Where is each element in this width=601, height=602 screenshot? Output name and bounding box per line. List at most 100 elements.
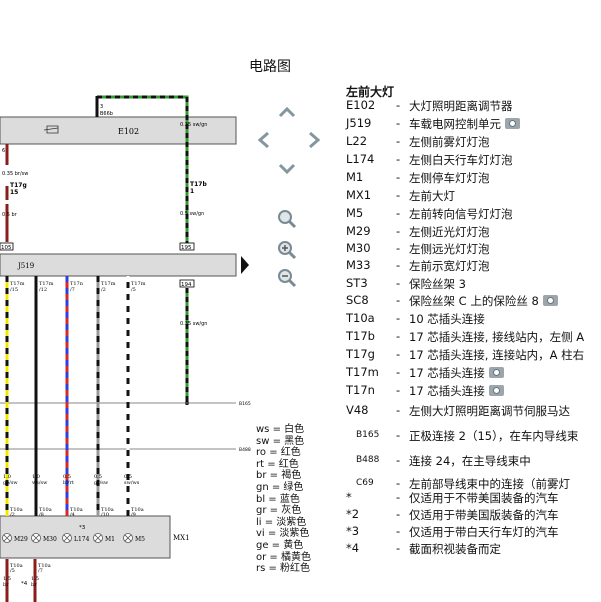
- camera-icon[interactable]: [488, 385, 504, 396]
- j519-box: [0, 253, 237, 277]
- bulb-label: L174: [74, 536, 90, 543]
- b488-bus-label: B488: [239, 447, 251, 453]
- component-description: 车载电网控制单元: [409, 116, 520, 132]
- wire-color-item: br = 褐色: [256, 470, 302, 482]
- j519-pin-label: T17m: [131, 281, 146, 287]
- t10a-pin-label: T10a: [10, 507, 23, 513]
- bottom-pin-number: /7: [38, 568, 43, 574]
- wire-color-item: ro = 红色: [256, 447, 301, 459]
- component-description: 正极连接 2（15），在车内导线束: [409, 429, 579, 443]
- bulb-label: M30: [43, 536, 57, 543]
- legend-dash: -: [396, 311, 401, 325]
- mx1-label: MX1: [173, 534, 190, 542]
- component-description: 左侧近光灯灯泡: [409, 225, 490, 239]
- j519-pin-number: /2: [101, 287, 106, 293]
- legend-dash: -: [396, 152, 401, 166]
- ref-box-195: [179, 242, 195, 251]
- bottom-wire-size: 1.5: [3, 576, 11, 582]
- component-description: 左前转向信号灯灯泡: [409, 207, 513, 221]
- legend-dash: -: [396, 206, 401, 220]
- t17g-pin: 15: [10, 189, 18, 196]
- component-description: 17 芯插头连接, 接线站内，左侧 A: [409, 330, 585, 344]
- b165-bus-label: B165: [239, 401, 251, 407]
- component-code: T17b: [346, 329, 375, 343]
- t10a-pin-number: /10: [101, 512, 109, 518]
- wire-05-br: 0.5 br: [2, 212, 18, 218]
- legend-dash: -: [396, 507, 401, 521]
- wire-035-brsw: 0.35 br/sw: [2, 171, 28, 177]
- component-description: 仅适用于带美国版装备的汽车: [409, 508, 559, 522]
- legend-dash: -: [396, 241, 401, 255]
- legend-dash: -: [396, 188, 401, 202]
- component-code: E102: [346, 98, 376, 112]
- wire-size-label: 0.5: [124, 474, 132, 480]
- component-description: 仅适用于不带美国装备的汽车: [409, 491, 559, 505]
- component-code: M1: [346, 170, 364, 184]
- j519-output-wires: T17m/151.0ge/swT10a/2M29T17m/121.0ws/swT…: [2, 276, 146, 588]
- component-code: C69: [356, 478, 374, 488]
- wire-color-item: bl = 蓝色: [256, 493, 300, 505]
- wire-color-item: gr = 灰色: [256, 505, 302, 517]
- j519-pin-number: /7: [70, 287, 75, 293]
- component-code: *3: [346, 524, 360, 538]
- bottom-wire-size: 1.5: [31, 576, 39, 582]
- component-description: 17 芯插头连接, 连接站内，A 柱右: [409, 348, 585, 362]
- legend-dash: -: [396, 293, 401, 307]
- bottom-pin-label: T10a: [38, 563, 51, 569]
- legend-dash: -: [396, 365, 401, 379]
- component-code: M33: [346, 258, 371, 272]
- wire-color-label: sw/ws: [124, 480, 140, 486]
- t17g-label: T17g: [10, 182, 27, 189]
- component-description: 截面积视装备而定: [409, 542, 501, 556]
- legend-dash: -: [396, 98, 401, 112]
- e102-box: [0, 116, 237, 145]
- ref-195: 195: [181, 245, 192, 251]
- t10a-pin-number: /4: [70, 512, 75, 518]
- zoom-in-icon[interactable]: [277, 240, 297, 264]
- component-code: B488: [356, 455, 380, 465]
- component-description: 左侧前雾灯灯泡: [409, 135, 490, 149]
- t10a-pin-label: T10a: [39, 507, 52, 513]
- legend-dash: -: [396, 403, 401, 417]
- component-description: 保险丝架 C 上的保险丝 8: [409, 293, 558, 309]
- legend-heading: 左前大灯: [346, 85, 395, 99]
- component-description: 连接 24，在主导线束中: [409, 454, 531, 468]
- legend-dash: -: [396, 170, 401, 184]
- legend-dash: -: [396, 329, 401, 343]
- j519-pin-label: T17n: [70, 281, 84, 287]
- ref-105: 105: [1, 245, 12, 251]
- j519-pin-label: T17m: [101, 281, 116, 287]
- wire-color-item: rt = 红色: [256, 458, 299, 470]
- chevron-up-icon[interactable]: [278, 106, 296, 122]
- component-description: 17 芯插头连接: [409, 383, 504, 399]
- t10a-pin-number: /8: [39, 512, 44, 518]
- chevron-right-icon[interactable]: [307, 131, 321, 153]
- component-code: M29: [346, 224, 371, 238]
- component-description: 左侧停车灯灯泡: [409, 171, 490, 185]
- zoom-search-icon[interactable]: [277, 209, 297, 233]
- bulb-label: M1: [105, 536, 115, 543]
- bulb-cross-icon: [63, 534, 71, 542]
- j519-pin-number: /15: [10, 287, 18, 293]
- legend-dash: -: [396, 134, 401, 148]
- bulb-cross-icon: [94, 534, 102, 542]
- next-page-arrow-icon[interactable]: [240, 255, 250, 279]
- camera-icon[interactable]: [542, 295, 558, 306]
- zoom-out-icon[interactable]: [277, 268, 297, 292]
- chevron-down-icon[interactable]: [278, 163, 296, 179]
- wire-size-label: 0.5: [63, 474, 71, 480]
- page-title: 电路图: [249, 59, 291, 75]
- t17b-label: T17b: [190, 181, 207, 188]
- wire-035-swgn-2: 0.35 sw/gn: [180, 321, 207, 327]
- component-code: M5: [346, 206, 364, 220]
- camera-icon[interactable]: [505, 118, 520, 129]
- component-code: L22: [346, 134, 368, 148]
- bulb-label: M5: [135, 536, 145, 543]
- camera-icon[interactable]: [488, 367, 504, 378]
- bulb-cross-icon: [32, 534, 40, 542]
- legend-dash: -: [396, 258, 401, 272]
- component-description: 保险丝架 3: [409, 277, 466, 291]
- component-code: M30: [346, 241, 371, 255]
- chevron-left-icon[interactable]: [257, 131, 271, 153]
